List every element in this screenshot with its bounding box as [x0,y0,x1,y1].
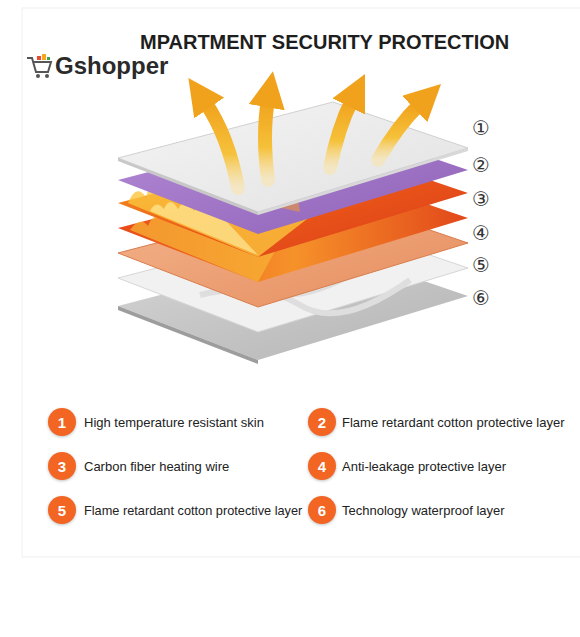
callout-number: 6 [318,502,326,519]
layer-description: High temperature resistant skin [84,415,264,430]
layer-number: ⑥ [472,286,490,310]
diagram-title: MPARTMENT SECURITY PROTECTION [140,31,509,54]
layer-number: ① [472,116,490,140]
layer-number: ④ [472,221,490,245]
layer-description: Flame retardant cotton protective layer [342,415,565,430]
cart-icon [27,54,51,78]
callout-number: 1 [58,414,66,431]
layer-description: Flame retardant cotton protective layer [84,503,302,518]
layer-number: ② [472,153,490,177]
callout-circle: 3 [48,452,76,480]
layer-number: ③ [472,187,490,211]
callout-circle: 6 [308,496,336,524]
skin-layer [118,102,468,215]
heat-arrows [205,100,420,188]
callout-number: 4 [318,458,326,475]
callout-number: 5 [58,502,66,519]
callout-circle: 2 [308,408,336,436]
layer-description: Carbon fiber heating wire [84,459,229,474]
callout-circle: 1 [48,408,76,436]
callout-circle: 5 [48,496,76,524]
callout-number: 3 [58,458,66,475]
layer-number: ⑤ [472,253,490,277]
layer-description: Technology waterproof layer [342,503,505,518]
watermark-logo: Gshopper [55,52,168,80]
callout-circle: 4 [308,452,336,480]
callout-number: 2 [318,414,326,431]
layer-description: Anti-leakage protective layer [342,459,506,474]
